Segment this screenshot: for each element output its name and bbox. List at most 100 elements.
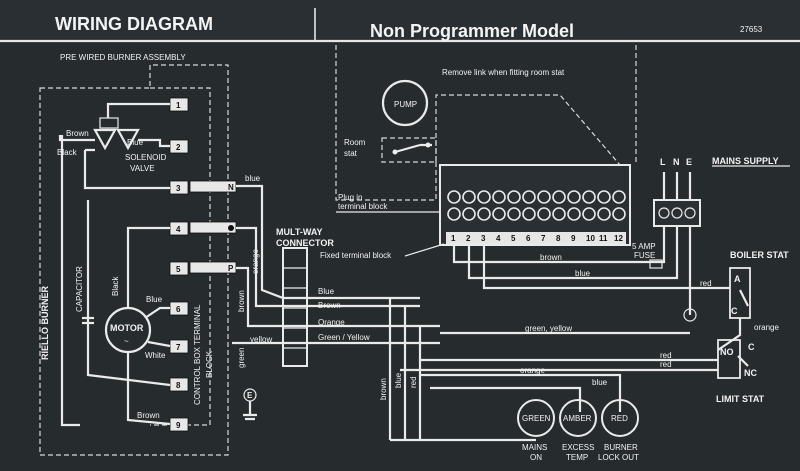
- bus-blue2-label: blue: [592, 378, 608, 387]
- room-stat-label-1: Room: [344, 138, 366, 147]
- pump-label: PUMP: [394, 100, 417, 109]
- excess-temp-2: TEMP: [566, 453, 588, 462]
- terminal-9-label: 9: [176, 421, 181, 430]
- lamp-amber: [559, 399, 597, 437]
- capacitor-wire-bottom: [86, 338, 171, 387]
- mains-on-2: ON: [530, 453, 542, 462]
- terminal-9: [169, 417, 189, 432]
- fixed-terminal-block: [439, 164, 631, 246]
- control-box-label: CONTROL BOX TERMINAL: [193, 304, 202, 405]
- link-dash: [435, 94, 621, 166]
- room-stat-outline: [335, 45, 437, 201]
- wire-black-motor: [126, 226, 170, 308]
- boiler-to-limit: [717, 318, 742, 351]
- wire-white-label: White: [145, 351, 166, 360]
- limit-switch: [737, 355, 749, 367]
- boiler-stat-label: BOILER STAT: [730, 250, 789, 260]
- wire-brown-1: [106, 102, 170, 118]
- terminal-circles: [447, 190, 626, 221]
- terminal-6-label: 6: [176, 305, 181, 314]
- pre-wired-outline: [39, 64, 229, 456]
- wire-white-motor: [147, 340, 171, 348]
- fixed-block-label: Fixed terminal block: [320, 251, 392, 260]
- lamp-red-label: RED: [611, 414, 628, 423]
- wire-left-vertical: [60, 135, 80, 427]
- svg-text:3: 3: [481, 234, 486, 243]
- bus-blue-conn: [236, 184, 420, 300]
- fuse-label-2: FUSE: [634, 251, 655, 260]
- svg-text:1: 1: [451, 234, 456, 243]
- bus-brown: [452, 226, 666, 264]
- fuse-label-1: 5 AMP: [632, 242, 656, 251]
- v-red-label: red: [409, 376, 418, 388]
- mains-l: L: [660, 157, 666, 167]
- bus-red: [482, 245, 730, 290]
- conn-orange-label: Orange: [318, 318, 345, 327]
- earth-dot: [228, 225, 234, 231]
- v-blue-label: blue: [394, 372, 403, 388]
- terminal-7-label: 7: [176, 343, 181, 352]
- boiler-switch: [739, 289, 749, 307]
- wire-black: [83, 148, 170, 190]
- capacitor-label: CAPACITOR: [75, 266, 84, 312]
- limit-c: C: [748, 342, 755, 352]
- mark-p: P: [228, 264, 234, 273]
- terminal-4-label: 4: [176, 225, 181, 234]
- mains-e: E: [686, 157, 692, 167]
- diagram-title: WIRING DIAGRAM: [55, 14, 213, 34]
- svg-text:6: 6: [526, 234, 531, 243]
- wire-blue-label: Blue: [127, 138, 144, 147]
- mains-n: N: [673, 157, 680, 167]
- solenoid-coil: [99, 117, 119, 129]
- conn-brown-label: Brown: [318, 301, 341, 310]
- earth-ground: [243, 401, 257, 421]
- block-label: BLOCK: [205, 350, 214, 378]
- svg-text:12: 12: [614, 234, 623, 243]
- riello-burner-label: RIELLO BURNER: [40, 286, 50, 361]
- svg-text:8: 8: [556, 234, 561, 243]
- earth-symbol-2: [683, 308, 697, 322]
- mains-on-1: MAINS: [522, 443, 547, 452]
- wire-yellow-small: yellow: [250, 335, 272, 344]
- bus-gy-label: green, yellow: [525, 324, 572, 333]
- svg-text:9: 9: [571, 234, 576, 243]
- conn-gy-label: Green / Yellow: [318, 333, 370, 342]
- solenoid-label: SOLENOID: [125, 153, 167, 162]
- pre-wired-label: PRE WIRED BURNER ASSEMBLY: [60, 53, 186, 62]
- mains-leads: [662, 172, 692, 200]
- model-title: Non Programmer Model: [370, 21, 574, 41]
- wire-black-label: Black: [57, 148, 78, 157]
- bus-orange-conn: [236, 266, 440, 328]
- mains-supply-label: MAINS SUPPLY: [712, 156, 779, 166]
- plug-in-label-1: Plug in: [338, 193, 362, 202]
- bus-brown-label: brown: [540, 253, 562, 262]
- bus-red2-label: red: [660, 351, 672, 360]
- room-stat-label-2: stat: [344, 149, 358, 158]
- terminal-5-label: 5: [176, 265, 181, 274]
- fixed-block-pointer: [404, 243, 445, 257]
- bus-red3-label: red: [660, 360, 672, 369]
- svg-text:7: 7: [541, 234, 546, 243]
- room-stat-box: [381, 137, 437, 163]
- burner-lockout-2: LOCK OUT: [598, 453, 639, 462]
- svg-text:4: 4: [496, 234, 501, 243]
- motor-tilde: ~: [124, 337, 129, 346]
- vertical-drops: [388, 298, 422, 440]
- multi-way-label-1: MULT-WAY: [276, 227, 323, 237]
- diagram-code: 27653: [740, 25, 763, 34]
- svg-text:5: 5: [511, 234, 516, 243]
- svg-text:2: 2: [466, 234, 471, 243]
- conn-blue-label: Blue: [318, 287, 335, 296]
- fixed-terminal-numbers: 1 2 3 4 5 6 7 8 9 10 11 12: [446, 232, 626, 244]
- wire-brown-small: brown: [237, 290, 246, 312]
- bus-blue2: [430, 386, 582, 412]
- wire-blue-small: blue: [245, 174, 261, 183]
- wire-green-small: green: [237, 348, 246, 368]
- remove-link-label: Remove link when fitting room stat: [442, 68, 565, 77]
- wire-brown-label: Brown: [66, 129, 89, 138]
- motor-label: MOTOR: [110, 323, 144, 333]
- bus-blue-label: blue: [575, 269, 591, 278]
- terminal-2-label: 2: [176, 143, 181, 152]
